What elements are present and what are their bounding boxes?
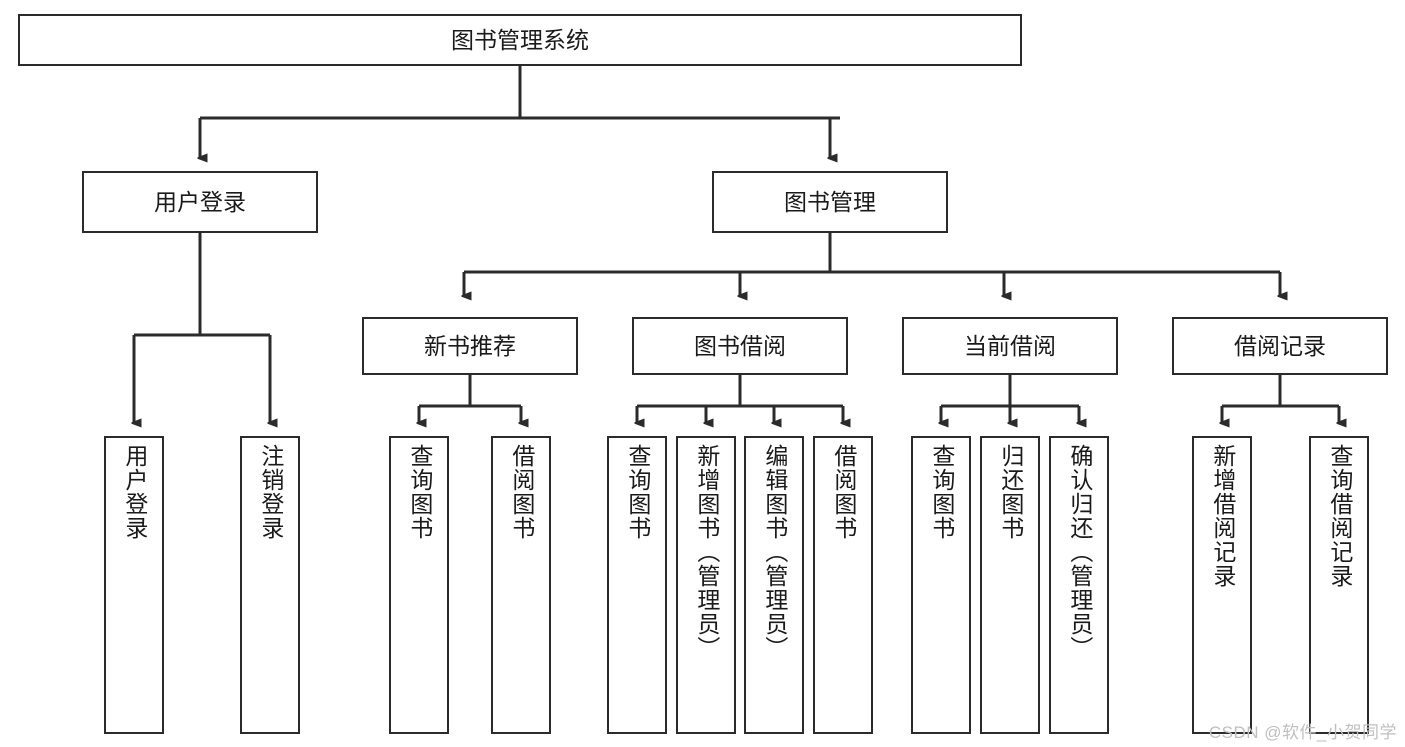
- leaf-current-return-book[interactable]: 归还图书: [980, 436, 1040, 734]
- leaf-borrow-borrow-book-label: 借阅图书: [830, 444, 857, 540]
- node-root[interactable]: 图书管理系统: [18, 14, 1022, 66]
- leaf-borrow-query-book[interactable]: 查询图书: [607, 436, 667, 734]
- leaf-user-logout[interactable]: 注销登录: [240, 436, 300, 734]
- node-new-book-recommend[interactable]: 新书推荐: [362, 317, 578, 375]
- node-current-borrow[interactable]: 当前借阅: [902, 317, 1118, 375]
- node-book-borrow-label: 图书借阅: [694, 332, 786, 359]
- node-borrow-record[interactable]: 借阅记录: [1172, 317, 1388, 375]
- leaf-borrow-add-book[interactable]: 新增图书（管理员）: [676, 436, 736, 734]
- leaf-current-return-book-label: 归还图书: [997, 444, 1024, 540]
- node-current-borrow-label: 当前借阅: [964, 332, 1056, 359]
- node-root-label: 图书管理系统: [451, 26, 589, 53]
- leaf-newbook-query[interactable]: 查询图书: [389, 436, 449, 734]
- node-book-borrow[interactable]: 图书借阅: [632, 317, 848, 375]
- leaf-borrow-add-book-label: 新增图书（管理员）: [693, 444, 720, 660]
- node-new-book-recommend-label: 新书推荐: [424, 332, 516, 359]
- leaf-newbook-borrow[interactable]: 借阅图书: [491, 436, 551, 734]
- leaf-borrow-edit-book-label: 编辑图书（管理员）: [761, 444, 788, 660]
- leaf-borrow-borrow-book[interactable]: 借阅图书: [813, 436, 873, 734]
- leaf-record-query[interactable]: 查询借阅记录: [1309, 436, 1369, 734]
- leaf-user-login[interactable]: 用户登录: [104, 436, 164, 734]
- leaf-record-add[interactable]: 新增借阅记录: [1192, 436, 1252, 734]
- node-book-management-label: 图书管理: [784, 188, 876, 215]
- leaf-user-login-label: 用户登录: [121, 444, 148, 540]
- leaf-current-query-book[interactable]: 查询图书: [911, 436, 971, 734]
- leaf-newbook-query-label: 查询图书: [406, 444, 433, 540]
- leaf-record-query-label: 查询借阅记录: [1326, 444, 1353, 588]
- leaf-newbook-borrow-label: 借阅图书: [508, 444, 535, 540]
- leaf-current-confirm-return[interactable]: 确认归还（管理员）: [1049, 436, 1109, 734]
- leaf-user-logout-label: 注销登录: [257, 444, 284, 540]
- leaf-current-query-book-label: 查询图书: [928, 444, 955, 540]
- node-user-login[interactable]: 用户登录: [82, 171, 318, 233]
- leaf-borrow-query-book-label: 查询图书: [624, 444, 651, 540]
- node-borrow-record-label: 借阅记录: [1234, 332, 1326, 359]
- node-book-management[interactable]: 图书管理: [712, 171, 948, 233]
- leaf-record-add-label: 新增借阅记录: [1209, 444, 1236, 588]
- leaf-borrow-edit-book[interactable]: 编辑图书（管理员）: [744, 436, 804, 734]
- leaf-current-confirm-return-label: 确认归还（管理员）: [1066, 444, 1093, 660]
- node-user-login-label: 用户登录: [154, 188, 246, 215]
